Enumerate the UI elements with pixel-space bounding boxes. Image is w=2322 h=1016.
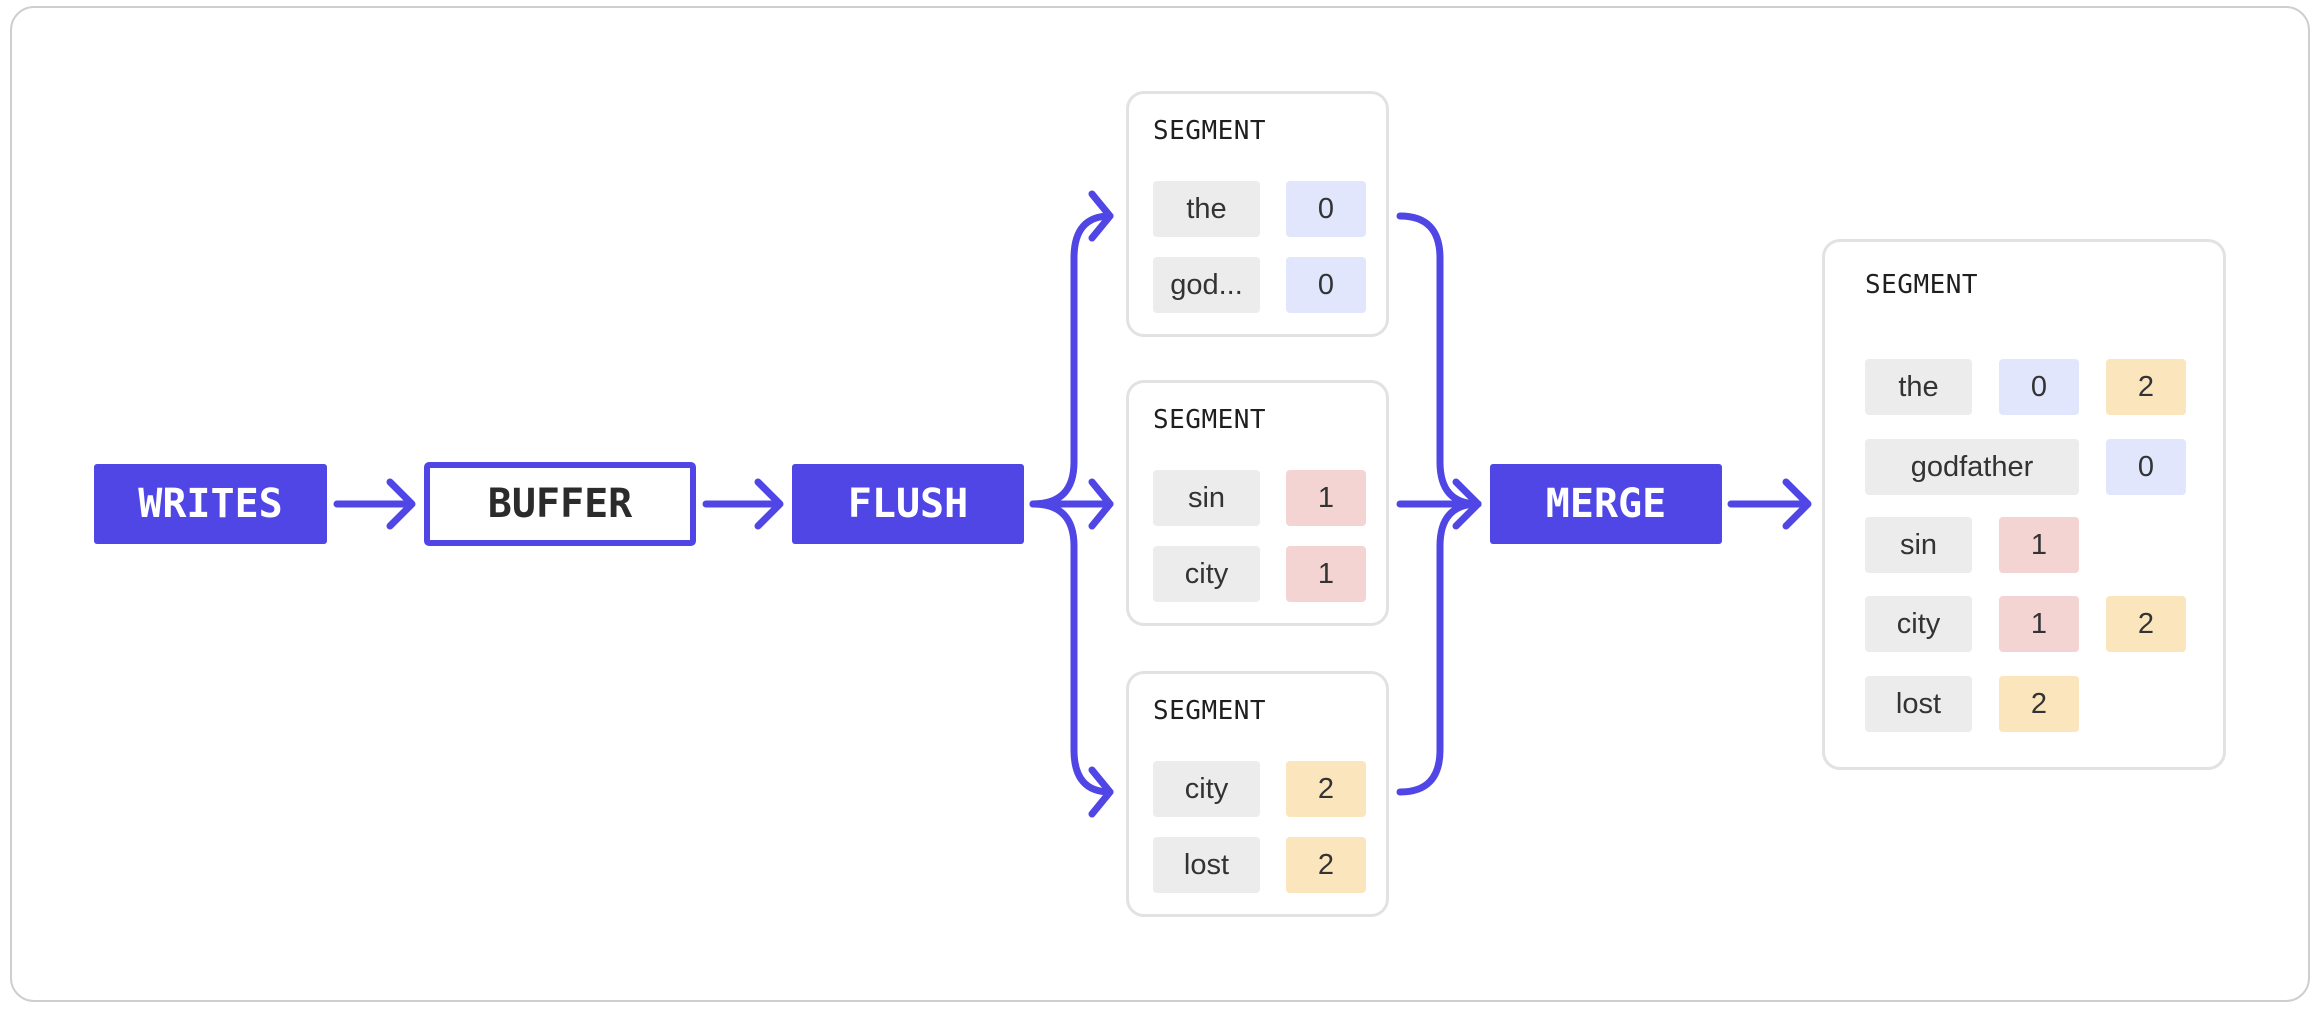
doc-id-chip: 0	[2106, 439, 2186, 495]
buffer-stage: BUFFER	[424, 462, 696, 546]
term-chip: lost	[1153, 837, 1260, 893]
arrow-flush-to-segment-1	[1029, 190, 1114, 508]
buffer-label: BUFFER	[487, 481, 633, 527]
doc-id-chip: 1	[1999, 517, 2079, 573]
writes-stage: WRITES	[94, 464, 327, 544]
segment-3: SEGMENT city 2 lost 2	[1126, 671, 1389, 917]
term-chip: the	[1865, 359, 1972, 415]
doc-id-chip: 2	[1999, 676, 2079, 732]
arrow-writes-to-buffer	[333, 478, 416, 530]
term-chip: god...	[1153, 257, 1260, 313]
arrow-flush-to-segment-3	[1029, 500, 1114, 818]
doc-id-chip: 0	[1286, 257, 1366, 313]
doc-id-chip: 1	[1999, 596, 2079, 652]
arrow-merge-to-merged-segment	[1727, 478, 1812, 530]
segment-1: SEGMENT the 0 god... 0	[1126, 91, 1389, 337]
term-chip: sin	[1153, 470, 1260, 526]
arrow-segment-3-to-merge	[1396, 500, 1482, 796]
arrow-segment-1-to-merge	[1396, 212, 1482, 508]
doc-id-chip: 2	[1286, 837, 1366, 893]
writes-label: WRITES	[138, 481, 283, 527]
doc-id-chip: 2	[1286, 761, 1366, 817]
segment-title: SEGMENT	[1153, 116, 1267, 146]
doc-id-chip: 2	[2106, 359, 2186, 415]
flush-stage: FLUSH	[792, 464, 1024, 544]
merge-stage: MERGE	[1490, 464, 1722, 544]
term-chip: sin	[1865, 517, 1972, 573]
term-chip: city	[1153, 761, 1260, 817]
segment-title: SEGMENT	[1153, 696, 1267, 726]
term-chip: city	[1153, 546, 1260, 602]
doc-id-chip: 0	[1286, 181, 1366, 237]
arrowhead-into-merge	[1452, 478, 1482, 530]
doc-id-chip: 2	[2106, 596, 2186, 652]
doc-id-chip: 1	[1286, 546, 1366, 602]
term-chip: the	[1153, 181, 1260, 237]
arrow-buffer-to-flush	[702, 478, 784, 530]
segment-title: SEGMENT	[1865, 270, 1979, 300]
doc-id-chip: 1	[1286, 470, 1366, 526]
term-chip: lost	[1865, 676, 1972, 732]
segment-2: SEGMENT sin 1 city 1	[1126, 380, 1389, 626]
flush-label: FLUSH	[847, 481, 969, 527]
merge-label: MERGE	[1545, 481, 1667, 527]
segment-title: SEGMENT	[1153, 405, 1267, 435]
merged-segment: SEGMENT the 0 2 godfather 0 sin 1 city 1…	[1822, 239, 2226, 770]
term-chip: city	[1865, 596, 1972, 652]
term-chip: godfather	[1865, 439, 2079, 495]
doc-id-chip: 0	[1999, 359, 2079, 415]
